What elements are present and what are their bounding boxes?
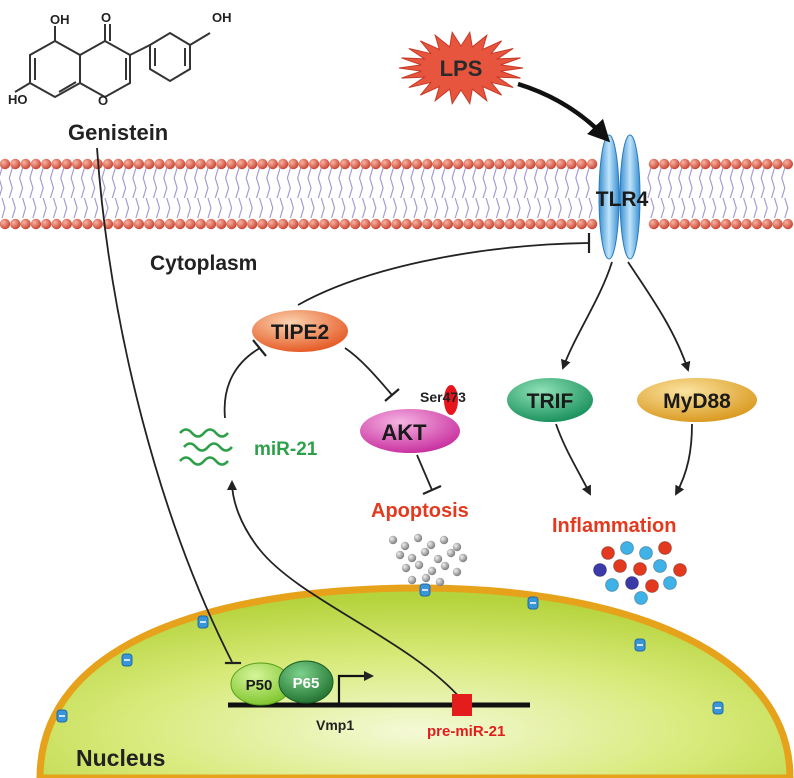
cytokine-particle	[593, 563, 607, 577]
apoptotic-body	[435, 577, 445, 587]
ser473-label: Ser473	[420, 389, 466, 405]
p65-label: P65	[293, 675, 320, 692]
apoptotic-body	[440, 561, 450, 571]
cell-membrane	[0, 158, 793, 230]
mir21-rna-strands	[179, 428, 233, 466]
apoptotic-bodies	[388, 533, 468, 587]
tlr4-to-myd88-arrow	[627, 261, 691, 372]
pre-mir21-to-mir21-arrow	[227, 480, 463, 701]
cytokine-particle	[645, 579, 659, 593]
apoptotic-body	[407, 575, 417, 585]
trif-node[interactable]	[507, 378, 593, 422]
apoptotic-body	[421, 573, 431, 583]
tipe2-inhibits-tlr4-line	[297, 242, 589, 306]
tipe2-node[interactable]	[252, 310, 348, 352]
cytokine-particle	[625, 576, 639, 590]
myd88-node[interactable]	[637, 378, 757, 422]
akt-node[interactable]	[360, 409, 460, 453]
transcription-start-arrow	[337, 671, 374, 705]
genistein-inhibits-nfkb-line	[96, 147, 233, 663]
akt-inhibit-bar	[384, 388, 400, 402]
cytokine-particles	[593, 541, 687, 605]
genistein-ring-o: O	[98, 93, 108, 108]
cytokine-particle	[605, 578, 619, 592]
genistein-oh-top: OH	[50, 12, 70, 27]
pre-mir21-gene[interactable]	[452, 694, 472, 716]
cytokine-particle	[639, 546, 653, 560]
apoptotic-body	[452, 567, 462, 577]
akt-inhibits-apoptosis-line	[416, 454, 433, 491]
apoptotic-body	[433, 554, 443, 564]
ser473-phospho-site	[444, 385, 458, 415]
nucleus	[36, 583, 794, 778]
nuclear-pore	[527, 596, 539, 610]
myd88-to-inflammation-arrow	[675, 423, 693, 496]
apoptotic-body	[400, 541, 410, 551]
apoptotic-body	[420, 547, 430, 557]
apoptotic-body	[395, 550, 405, 560]
cytokine-particle	[673, 563, 687, 577]
mir21-inhibits-tipe2-line	[223, 347, 261, 419]
genistein-oh-right: OH	[212, 10, 232, 25]
mir21-label: miR-21	[254, 439, 318, 460]
tipe2-inhibits-akt-line	[344, 347, 393, 396]
cytokine-particle	[663, 576, 677, 590]
cytokine-particle	[653, 559, 667, 573]
tlr4-to-trif-arrow	[561, 261, 613, 370]
apoptotic-body	[388, 535, 398, 545]
p65-node[interactable]	[278, 660, 334, 704]
apoptosis-inhibit-bar	[422, 484, 442, 496]
lps-burst	[398, 31, 524, 105]
genistein-oh-left: HO	[8, 92, 28, 107]
tipe2-label: TIPE2	[271, 321, 329, 344]
lps-label: LPS	[440, 56, 483, 81]
tlr4-receptor[interactable]	[598, 134, 641, 260]
myd88-label: MyD88	[663, 390, 731, 413]
trif-label: TRIF	[527, 390, 574, 413]
apoptotic-body	[439, 535, 449, 545]
nuclear-pores	[56, 583, 724, 723]
genistein-label: Genistein	[68, 120, 168, 145]
vmp1-label: Vmp1	[316, 717, 354, 733]
p50-label: P50	[246, 677, 273, 694]
nuclear-pore	[197, 615, 209, 629]
genistein-inhibit-bar	[224, 661, 242, 665]
akt-label: AKT	[381, 420, 427, 445]
cytokine-particle	[633, 562, 647, 576]
apoptotic-body	[452, 542, 462, 552]
apoptotic-body	[446, 548, 456, 558]
trif-to-inflammation-arrow	[555, 423, 591, 496]
cytokine-particle	[634, 591, 648, 605]
cytokine-particle	[601, 546, 615, 560]
nuclear-pore	[419, 583, 431, 597]
nuclear-pore	[712, 701, 724, 715]
cytokine-particle	[613, 559, 627, 573]
apoptotic-body	[426, 540, 436, 550]
apoptotic-body	[458, 553, 468, 563]
lps-to-tlr4-arrow	[517, 81, 611, 143]
nuclear-pore	[634, 638, 646, 652]
cytokine-particle	[620, 541, 634, 555]
cytoplasm-label: Cytoplasm	[150, 252, 257, 275]
apoptotic-body	[407, 553, 417, 563]
inflammation-label: Inflammation	[552, 515, 676, 537]
apoptosis-label: Apoptosis	[371, 500, 469, 522]
apoptotic-body	[413, 533, 423, 543]
nuclear-pore	[121, 653, 133, 667]
tipe2-inhibit-bar	[252, 339, 267, 357]
apoptotic-body	[427, 566, 437, 576]
cytokine-particle	[658, 541, 672, 555]
genistein-ketone-o: O	[101, 10, 111, 25]
nuclear-pore	[56, 709, 68, 723]
tlr4-label: TLR4	[596, 188, 649, 211]
apoptotic-body	[401, 563, 411, 573]
genistein-structure	[14, 24, 211, 99]
nucleus-label: Nucleus	[76, 745, 165, 771]
pre-mir21-label: pre-miR-21	[427, 723, 505, 740]
apoptotic-body	[414, 560, 424, 570]
